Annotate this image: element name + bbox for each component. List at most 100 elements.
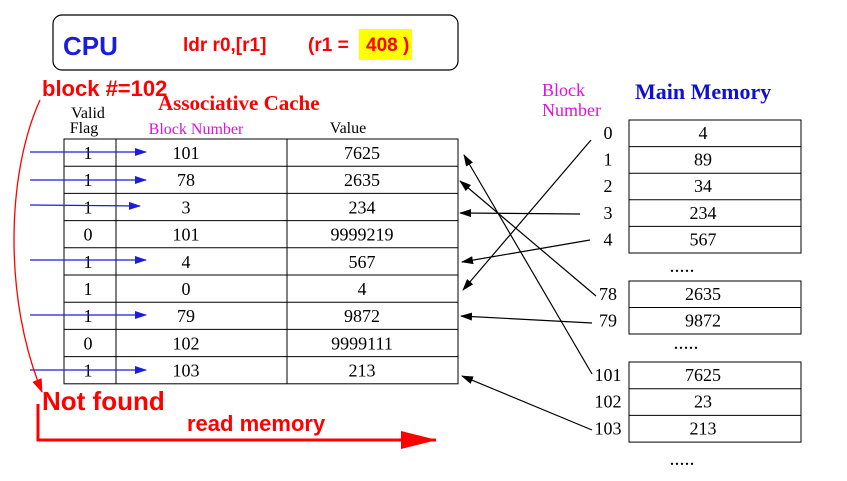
- mapping-arrow: [459, 180, 597, 297]
- mapping-arrow: [461, 375, 593, 431]
- cache-block-number: 101: [173, 143, 200, 163]
- miss-curve-arrow: [13, 99, 43, 393]
- cache-value-header: Value: [330, 120, 366, 137]
- memory-block-number: 79: [599, 311, 617, 331]
- mapping-arrow: [461, 239, 591, 265]
- register-value-highlight: [359, 29, 412, 60]
- cache-value: 4: [358, 279, 367, 299]
- read-memory-label: read memory: [187, 411, 326, 436]
- cache-row: 1 0 4: [64, 274, 458, 299]
- memory-block-header-line1: Block: [542, 80, 585, 100]
- cache-valid-flag: 1: [84, 197, 93, 217]
- cache-block-header: Block Number: [149, 121, 244, 138]
- cache-table-border: [63, 138, 459, 385]
- cache-value: 234: [349, 197, 376, 217]
- cache-valid-flag: 0: [84, 225, 93, 245]
- mapping-arrow: [460, 312, 593, 324]
- memory-ellipsis: .....: [674, 332, 699, 354]
- memory-value: 213: [690, 418, 717, 438]
- cache-valid-flag: 1: [84, 306, 93, 326]
- cache-value: 2635: [344, 170, 380, 190]
- memory-value: 234: [690, 203, 717, 223]
- not-found-label: Not found: [42, 386, 165, 416]
- cache-value: 213: [349, 361, 376, 381]
- cache-block-number: 102: [173, 333, 200, 353]
- cache-valid-flag: 1: [84, 279, 93, 299]
- memory-value: 89: [694, 150, 712, 170]
- memory-value: 4: [699, 123, 708, 143]
- cache-title: Associative Cache: [158, 91, 320, 115]
- compare-arrow: [29, 201, 141, 210]
- memory-row: 1 89: [604, 146, 801, 170]
- cpu-box-outline: [52, 14, 459, 71]
- memory-block-number: 78: [599, 284, 617, 304]
- memory-ellipsis: .....: [670, 255, 695, 277]
- memory-row: 79 9872: [599, 307, 801, 331]
- cache-block-number: 4: [182, 252, 191, 272]
- memory-ellipsis: .....: [670, 448, 695, 470]
- memory-block-number: 4: [604, 229, 613, 249]
- memory-block-number: 102: [595, 392, 622, 412]
- cache-value: 9999111: [331, 333, 393, 353]
- memory-block-group: 78 2635 79 9872: [599, 280, 802, 335]
- read-memory-arrow: [36, 404, 437, 449]
- cache-valid-flag: 0: [84, 333, 93, 353]
- main-memory-title: Main Memory: [635, 79, 771, 104]
- instruction-text: ldr r0,[r1]: [183, 35, 266, 56]
- cache-block-number: 103: [173, 361, 200, 381]
- search-block-label: block #=102: [42, 76, 167, 101]
- memory-block-number: 2: [604, 176, 613, 196]
- memory-value: 34: [694, 176, 712, 196]
- cache-value: 9872: [344, 306, 380, 326]
- cache-valid-flag: 1: [84, 252, 93, 272]
- memory-block-number: 1: [604, 150, 613, 170]
- mapping-arrow: [459, 209, 581, 218]
- cache-row: 1 101 7625: [84, 143, 381, 163]
- memory-value: 2635: [685, 284, 721, 304]
- memory-block-number: 103: [595, 418, 622, 438]
- cache-row: 0 101 9999219: [64, 220, 458, 245]
- cpu-label: CPU: [63, 31, 118, 61]
- memory-value: 567: [690, 229, 717, 249]
- memory-row: 3 234: [604, 199, 801, 223]
- cache-row: 1 3 234: [64, 192, 458, 217]
- memory-block-number: 3: [604, 203, 613, 223]
- memory-value: 23: [694, 392, 712, 412]
- memory-block-header-line2: Number: [542, 100, 601, 120]
- cache-block-number: 3: [182, 197, 191, 217]
- memory-row: 103 213: [595, 414, 801, 438]
- cache-valid-flag: 1: [84, 143, 93, 163]
- memory-value: 7625: [685, 365, 721, 385]
- cache-value: 7625: [344, 143, 380, 163]
- memory-group-border: [628, 119, 802, 254]
- cache-block-number: 0: [182, 279, 191, 299]
- register-prefix: (r1 =: [308, 35, 349, 56]
- memory-row: 78 2635: [599, 284, 721, 304]
- register-value: 408: [366, 35, 398, 56]
- memory-value: 9872: [685, 311, 721, 331]
- cache-block-number: 101: [173, 225, 200, 245]
- mapping-arrows: [459, 139, 597, 431]
- memory-block-number: 0: [604, 123, 613, 143]
- register-suffix: ): [403, 35, 409, 56]
- compare-arrows: [29, 148, 147, 374]
- cache-block-number: 78: [177, 170, 195, 190]
- mapping-arrow: [463, 154, 593, 375]
- cache-row: 0 102 9999111: [64, 328, 458, 353]
- valid-header-line2: Flag: [70, 120, 98, 137]
- cache-value: 9999219: [331, 225, 394, 245]
- cpu-box: CPU ldr r0,[r1] (r1 = 408 ): [52, 14, 459, 71]
- cache-row: 1 79 9872: [64, 301, 458, 326]
- cache-block-number: 79: [177, 306, 195, 326]
- memory-row: 102 23: [595, 388, 801, 412]
- memory-row: 2 34: [604, 172, 801, 196]
